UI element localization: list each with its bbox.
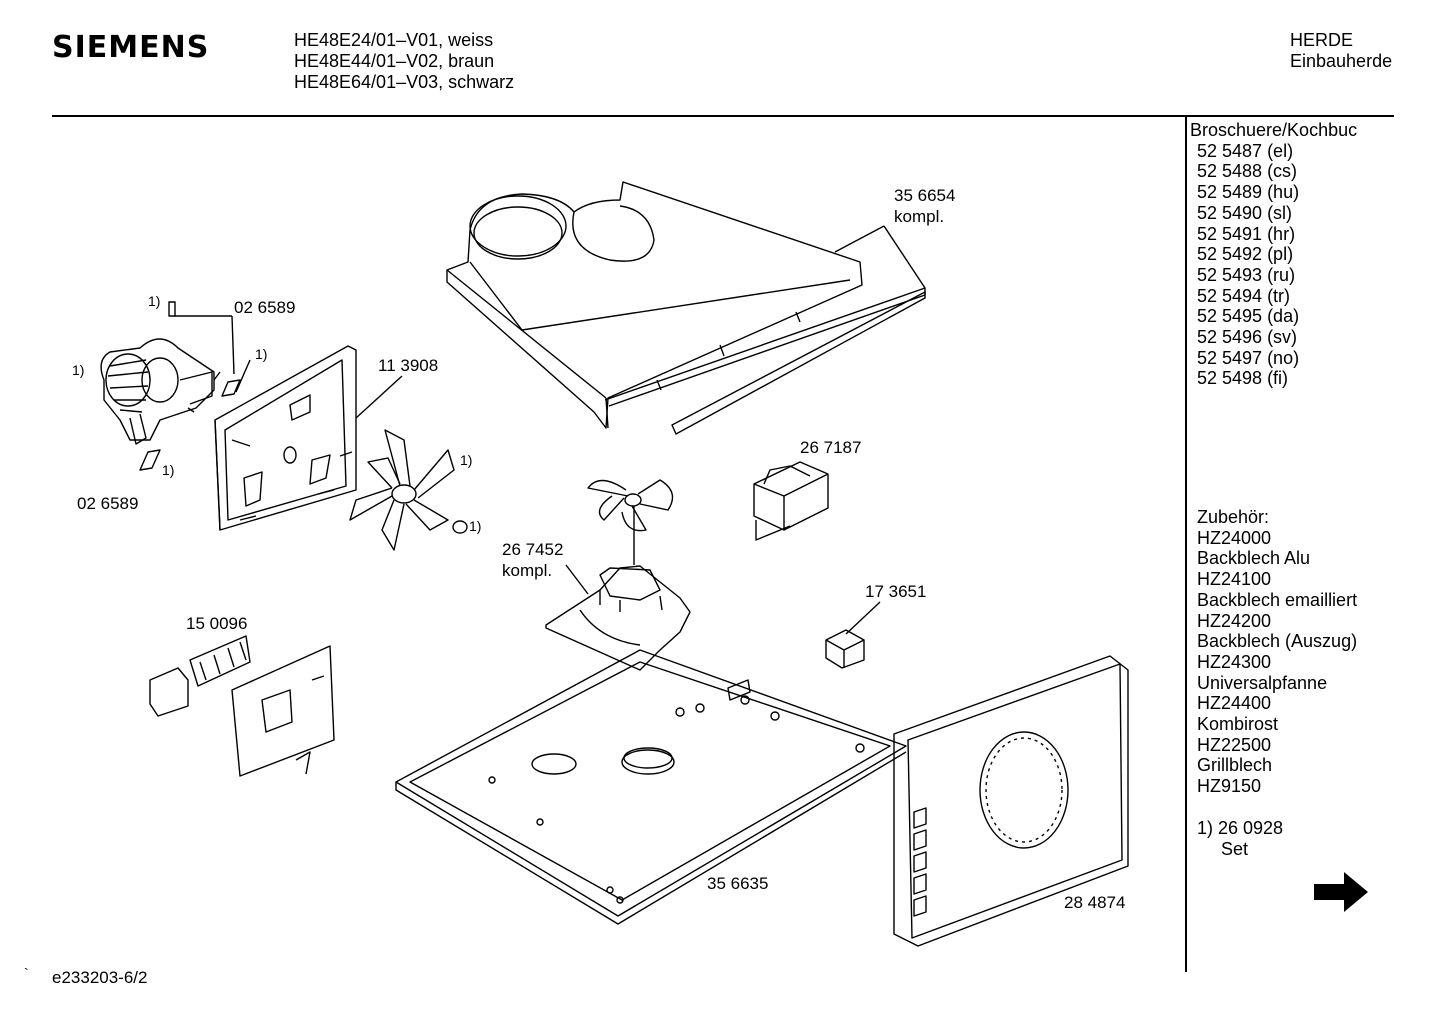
model-list: HE48E24/01–V01, weiss HE48E44/01–V02, br…	[294, 30, 514, 93]
footer-mark: `	[24, 965, 29, 981]
brochure-item: 52 5496 (sv)	[1197, 327, 1298, 348]
header-divider	[52, 115, 1394, 117]
accessory-item: Backblech emailliert	[1197, 589, 1358, 610]
part-label: 15 0096	[186, 614, 248, 633]
accessory-item: HZ24400	[1197, 693, 1272, 714]
accessory-item: HZ9150	[1197, 776, 1262, 797]
accessory-item: HZ24300	[1197, 651, 1272, 672]
brochure-item: 52 5490 (sl)	[1197, 202, 1293, 223]
sidebar-divider	[1185, 117, 1187, 972]
transformer-part	[754, 462, 828, 540]
model-line: HE48E24/01–V01, weiss	[294, 30, 494, 50]
part-label: 26 7452	[502, 540, 564, 559]
brochure-item: 52 5488 (cs)	[1197, 161, 1298, 182]
footnote-marker: 1)	[162, 462, 175, 478]
brochure-title: Broschuere/Kochbuc	[1190, 120, 1358, 140]
part-label: 17 3651	[865, 582, 927, 601]
arrow-right-icon[interactable]	[1312, 870, 1370, 914]
oven-door-part	[894, 656, 1128, 946]
brochure-item: 52 5487 (el)	[1197, 140, 1294, 161]
hood-duct-part	[447, 182, 925, 434]
document-code: e233203-6/2	[52, 968, 148, 987]
accessories-section: Zubehör: HZ24000 Backblech Alu HZ24100 B…	[1197, 507, 1357, 859]
footnote-sub: Set	[1221, 838, 1249, 859]
accessories-title: Zubehör:	[1197, 507, 1270, 527]
brochure-item: 52 5489 (hu)	[1197, 182, 1300, 203]
part-label: 02 6589	[77, 494, 139, 513]
footnote-marker: 1)	[255, 346, 268, 362]
rear-panel-part	[215, 346, 356, 530]
accessory-item: HZ24200	[1197, 610, 1272, 631]
control-electronics-part	[150, 636, 334, 776]
thermostat-part	[826, 630, 864, 668]
accessory-item: HZ24000	[1197, 527, 1272, 548]
part-label: 11 3908	[378, 356, 439, 375]
accessory-item: Backblech Alu	[1197, 548, 1311, 569]
brochure-item: 52 5498 (fi)	[1197, 368, 1289, 389]
accessory-item: HZ24100	[1197, 569, 1272, 590]
brochure-item: 52 5493 (ru)	[1197, 264, 1296, 285]
brand-logo: SIEMENS	[52, 30, 210, 65]
part-label: kompl.	[894, 207, 945, 226]
fan-motor-part	[101, 339, 220, 444]
brochure-item: 52 5494 (tr)	[1197, 285, 1291, 306]
accessory-item: Kombirost	[1197, 714, 1279, 735]
footnote-marker: 1)	[148, 293, 161, 309]
exploded-parts-diagram	[0, 0, 1180, 1000]
footnote-marker: 1)	[72, 362, 85, 378]
fan-wheel-part	[350, 430, 454, 550]
footnote-ref: 1) 26 0928	[1197, 817, 1284, 838]
cooling-fan-part	[546, 480, 690, 670]
part-label: 35 6635	[707, 874, 769, 893]
brochure-item: 52 5491 (hr)	[1197, 223, 1296, 244]
model-line: HE48E44/01–V02, braun	[294, 51, 495, 71]
accessory-item: HZ22500	[1197, 734, 1272, 755]
footnote-marker: 1)	[460, 452, 473, 468]
footnote-marker: 1)	[469, 518, 482, 534]
part-label: 35 6654	[894, 186, 956, 205]
category-line: HERDE	[1290, 30, 1354, 50]
accessory-item: Backblech (Auszug)	[1197, 631, 1358, 652]
category-line: Einbauherde	[1290, 51, 1393, 71]
brochure-item: 52 5492 (pl)	[1197, 244, 1294, 265]
part-label: 26 7187	[800, 438, 862, 457]
accessory-item: Universalpfanne	[1197, 672, 1328, 693]
brochure-item: 52 5495 (da)	[1197, 306, 1300, 327]
part-label: 02 6589	[234, 298, 296, 317]
accessory-item: Grillblech	[1197, 755, 1273, 776]
oven-base-part	[396, 650, 906, 924]
part-label: 28 4874	[1064, 893, 1126, 912]
brochure-item: 52 5497 (no)	[1197, 347, 1300, 368]
model-line: HE48E64/01–V03, schwarz	[294, 72, 515, 92]
part-label: kompl.	[502, 561, 553, 580]
brochure-section: Broschuere/Kochbuc 52 5487 (el) 52 5488 …	[1190, 120, 1357, 389]
category-block: HERDE Einbauherde	[1290, 30, 1392, 72]
